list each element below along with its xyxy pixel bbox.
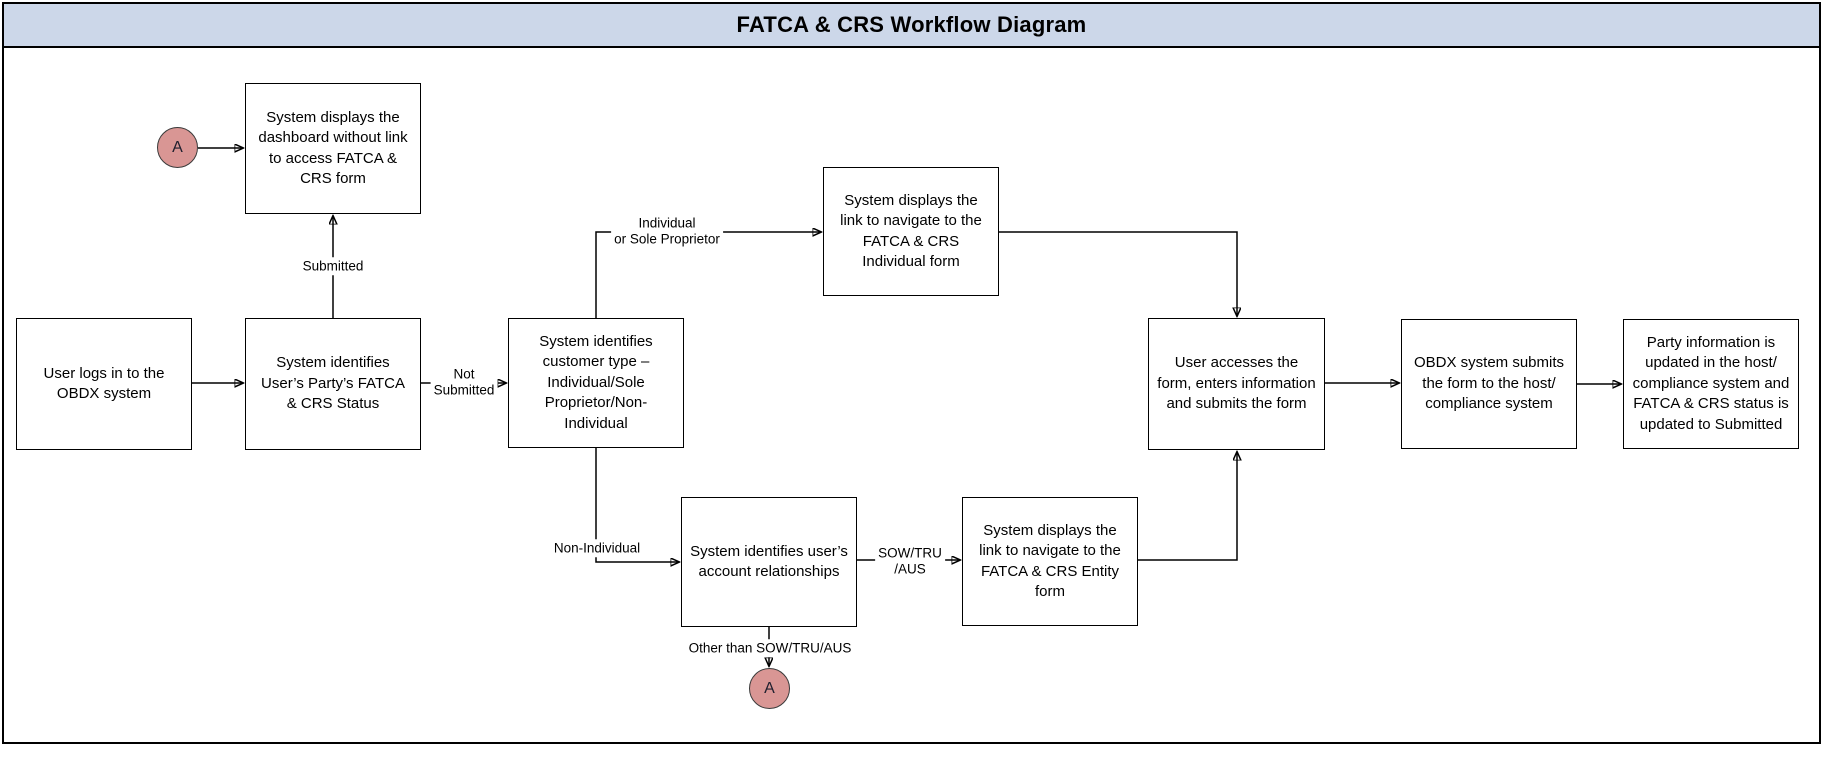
node-user-login: User logs in to the OBDX system (16, 318, 192, 450)
offpage-connector-a-bottom: A (749, 668, 790, 709)
node-fatca-crs-status-check: System identifies User’s Party’s FATCA &… (245, 318, 421, 450)
edge-entity-to-user-access (1138, 452, 1237, 561)
node-party-info-updated: Party information is updated in the host… (1623, 319, 1799, 449)
node-entity-form-link: System displays the link to navigate to … (962, 497, 1138, 626)
diagram-title: FATCA & CRS Workflow Diagram (736, 12, 1087, 37)
edge-label-sow-tru-aus: SOW/TRU /AUS (875, 544, 945, 578)
node-customer-type-decision: System identifies customer type – Indivi… (508, 318, 684, 448)
title-bar: FATCA & CRS Workflow Diagram (2, 2, 1821, 48)
node-account-relationships: System identifies user’s account relatio… (681, 497, 857, 627)
edge-label-submitted: Submitted (299, 257, 367, 275)
edge-label-other-than-sow-tru-aus: Other than SOW/TRU/AUS (685, 639, 855, 657)
edge-individual-to-user-access (999, 231, 1237, 316)
node-obdx-submits-to-host: OBDX system submits the form to the host… (1401, 319, 1577, 449)
edge-customer-to-account (595, 448, 679, 562)
node-user-submits-form: User accesses the form, enters informati… (1148, 318, 1325, 450)
node-individual-form-link: System displays the link to navigate to … (823, 167, 999, 296)
edge-label-individual-or-sole: Individual or Sole Proprietor (611, 214, 723, 248)
edge-label-non-individual: Non-Individual (550, 539, 644, 557)
offpage-connector-a-top: A (157, 127, 198, 168)
edge-customer-to-individual (595, 232, 821, 318)
node-dashboard-without-link: System displays the dashboard without li… (245, 83, 421, 214)
edge-label-not-submitted: Not Submitted (430, 365, 498, 399)
